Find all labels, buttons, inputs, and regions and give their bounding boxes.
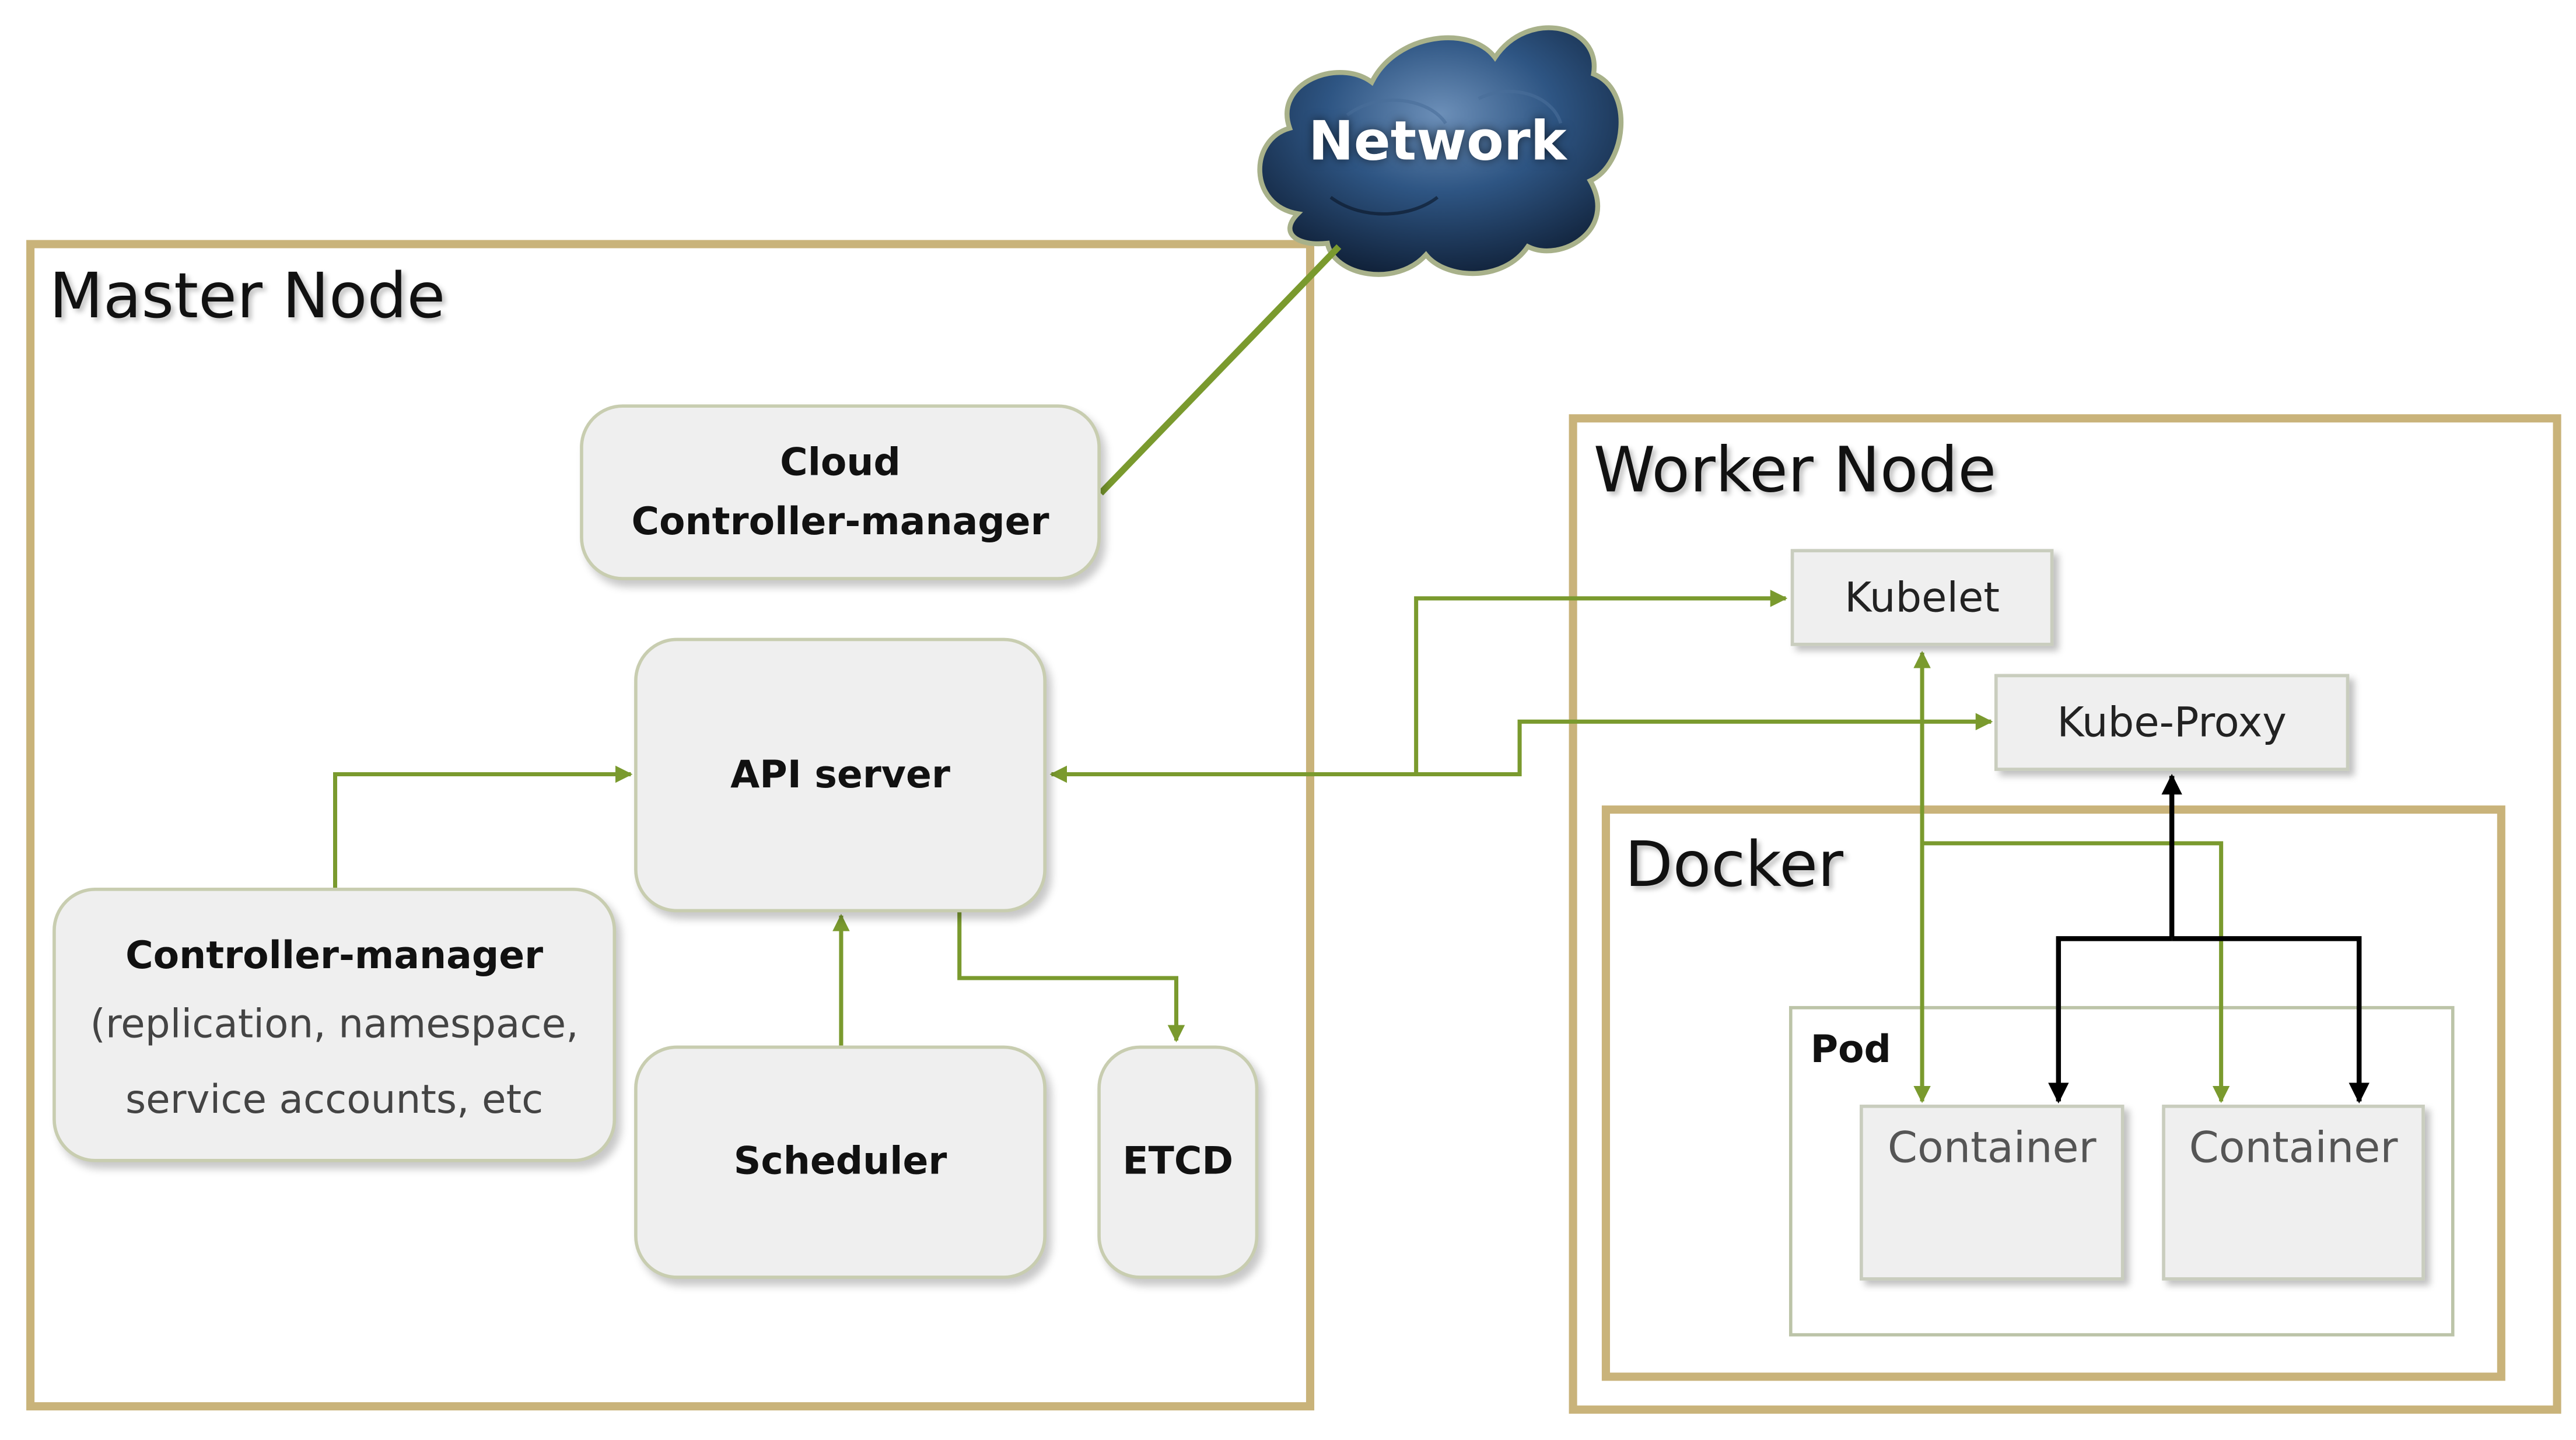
docker-frame	[1601, 805, 2505, 1381]
api-to-etcd-connector	[957, 907, 1185, 1043]
controller-manager-detail-line1: (replication, namespace,	[90, 1001, 579, 1047]
cloud-to-network-connector	[1098, 244, 1342, 496]
kubelet-box: Kubelet	[1790, 549, 2054, 646]
container-box-2: Container	[2162, 1105, 2425, 1281]
cloud-controller-manager-label-line2: Controller-manager	[631, 500, 1049, 544]
kube-proxy-label: Kube-Proxy	[2057, 698, 2287, 747]
pod-frame	[1788, 1005, 2455, 1337]
network-cloud-icon	[1257, 25, 1624, 277]
worker-node-frame	[1569, 414, 2561, 1414]
controller-manager-title: Controller-manager	[125, 935, 544, 979]
scheduler-box: Scheduler	[634, 1045, 1046, 1279]
container-2-label: Container	[2189, 1124, 2398, 1174]
controller-manager-box: Controller-manager (replication, namespa…	[52, 887, 617, 1162]
controller-to-api-connector	[333, 765, 633, 888]
kube-proxy-box: Kube-Proxy	[1994, 674, 2350, 771]
network-label: Network	[1308, 108, 1567, 173]
worker-node-title: Worker Node	[1593, 434, 1997, 507]
container-box-1: Container	[1860, 1105, 2124, 1281]
docker-title: Docker	[1625, 828, 1844, 901]
master-node-title: Master Node	[49, 260, 446, 332]
container-1-label: Container	[1887, 1124, 2096, 1174]
api-server-box: API server	[634, 637, 1046, 913]
pod-label: Pod	[1810, 1029, 1891, 1072]
kubelet-label: Kubelet	[1845, 573, 2000, 622]
api-server-label: API server	[730, 754, 950, 797]
api-to-kubelet-connector	[1049, 590, 1788, 783]
kubeproxy-to-container2-connector	[2172, 936, 2370, 1103]
scheduler-label: Scheduler	[733, 1141, 947, 1184]
etcd-label: ETCD	[1122, 1141, 1234, 1184]
api-to-kubeproxy-connector	[1416, 713, 1993, 777]
controller-manager-detail-line2: service accounts, etc	[125, 1077, 544, 1123]
kubeproxy-to-container1-connector	[2048, 936, 2172, 1103]
cloud-controller-manager-box: Cloud Controller-manager	[580, 404, 1101, 580]
kubelet-to-container2-connector	[1922, 841, 2230, 1103]
master-node-frame	[26, 240, 1315, 1411]
cloud-controller-manager-label-line1: Cloud	[780, 441, 901, 485]
etcd-box: ETCD	[1097, 1045, 1259, 1279]
